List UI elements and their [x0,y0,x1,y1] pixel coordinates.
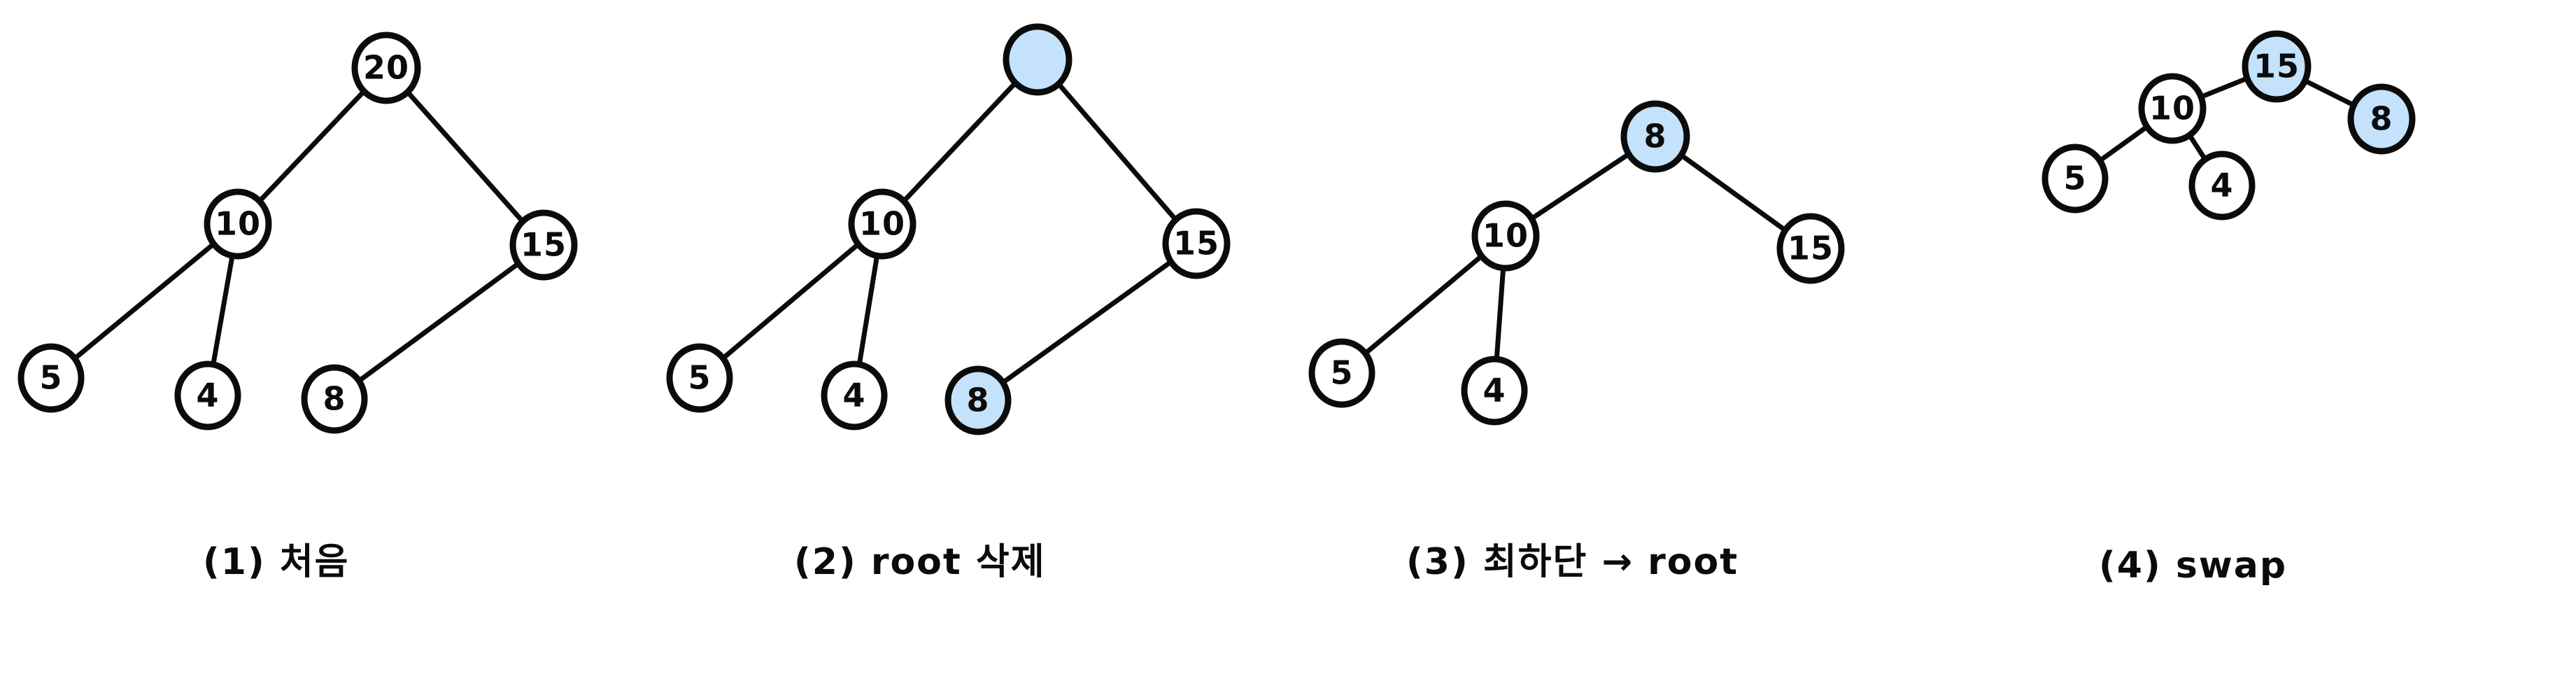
node-label: 4 [1482,372,1506,410]
node-circle [2041,144,2109,214]
node-label: 5 [1330,354,1353,392]
tree-edge [2186,130,2209,164]
tree-edge [2095,123,2151,164]
node-circle [301,364,368,434]
node-label: 20 [363,49,409,87]
tree-node-10[interactable]: 10 [848,188,917,260]
tree-node-5[interactable]: 5 [17,343,85,413]
tree-edge [255,87,368,206]
tree-node-4[interactable]: 4 [174,360,241,430]
tree-node-8[interactable]: 8 [301,364,368,434]
tree-edge [998,258,1175,386]
tree-node-8[interactable]: 8 [1620,100,1690,173]
panels-group: 20 10 15 5 4 8 (1) 처음 10 15 5 4 8 (2) root 삭제 8 10 15 5 4… [17,23,2416,587]
tree-panel-1: 20 10 15 5 4 8 (1) 처음 [17,31,578,583]
tree-panel-2: 10 15 5 4 8 (2) root 삭제 [666,23,1231,583]
panel-caption-3: (3) 최하단 → root [1406,541,1739,583]
node-circle [204,188,272,260]
node-circle-highlighted [1003,23,1073,96]
tree-edge [2300,77,2358,108]
tree-edge [1527,150,1633,223]
node-label: 8 [966,382,989,419]
tree-edge [210,250,236,370]
tree-edge [856,250,880,370]
node-circle [17,343,85,413]
node-label: 10 [215,205,261,243]
tree-edge [1054,80,1180,224]
node-circle [2188,150,2256,220]
tree-edge [1494,262,1506,365]
tree-node-empty[interactable] [1003,23,1073,96]
tree-node-15[interactable]: 15 [2242,30,2312,103]
tree-node-10[interactable]: 10 [2138,73,2207,144]
node-label: 10 [2149,90,2195,127]
tree-node-10[interactable]: 10 [1471,200,1540,272]
node-circle [1461,356,1528,426]
tree-edge [355,260,523,385]
node-circle-highlighted [2242,30,2312,103]
node-label: 4 [842,377,865,414]
tree-edge [900,78,1019,205]
node-circle [666,343,733,413]
tree-edge [71,240,218,363]
tree-node-15[interactable]: 15 [1776,213,1845,284]
tree-node-4[interactable]: 4 [821,360,888,430]
panel-caption-1: (1) 처음 [203,541,350,583]
node-circle [1471,200,1540,272]
tree-node-4[interactable]: 4 [2188,150,2256,220]
node-label: 15 [521,226,567,264]
node-circle [1308,338,1375,408]
tree-node-5[interactable]: 5 [2041,144,2109,214]
tree-node-5[interactable]: 5 [666,343,733,413]
node-label: 8 [323,380,346,418]
node-circle [2138,73,2207,144]
node-label: 8 [1643,118,1666,155]
node-circle [821,360,888,430]
node-circle-highlighted [1620,100,1690,173]
tree-edge [1677,151,1790,234]
node-label: 15 [1788,230,1834,267]
node-label: 5 [39,359,62,397]
node-circle [848,188,917,260]
node-circle [509,209,578,281]
tree-edge [719,240,863,363]
edges-group [1361,150,1790,365]
edges-group [71,87,527,385]
tree-node-10[interactable]: 10 [204,188,272,260]
node-circle [1162,208,1231,279]
tree-node-20[interactable]: 20 [351,31,421,104]
edges-group [2095,75,2358,164]
tree-node-15[interactable]: 15 [509,209,578,281]
tree-edge [404,88,527,226]
node-label: 10 [1482,217,1529,255]
node-label: 10 [859,205,905,243]
node-circle [174,360,241,430]
edges-group [719,78,1180,386]
node-circle [1776,213,1845,284]
node-circle-highlighted [2347,83,2416,155]
tree-panel-4: 15 8 10 5 4 (4) swap [2041,30,2416,587]
node-label: 5 [688,359,711,397]
tree-node-15[interactable]: 15 [1162,208,1231,279]
node-label: 5 [2063,160,2086,197]
node-circle [351,31,421,104]
node-label: 8 [2370,100,2393,138]
node-label: 15 [1173,225,1219,262]
panel-caption-2: (2) root 삭제 [794,541,1046,583]
tree-node-4[interactable]: 4 [1461,356,1528,426]
tree-edge [1361,252,1486,358]
panel-caption-4: (4) swap [2099,545,2287,587]
tree-panel-3: 8 10 15 5 4 (3) 최하단 → root [1308,100,1845,583]
tree-edge [2197,75,2251,100]
node-label: 15 [2253,48,2300,85]
node-label: 4 [196,377,219,414]
node-label: 4 [2210,167,2233,204]
tree-node-5[interactable]: 5 [1308,338,1375,408]
node-circle-highlighted [944,365,1012,435]
tree-node-8[interactable]: 8 [2347,83,2416,155]
tree-node-8[interactable]: 8 [944,365,1012,435]
